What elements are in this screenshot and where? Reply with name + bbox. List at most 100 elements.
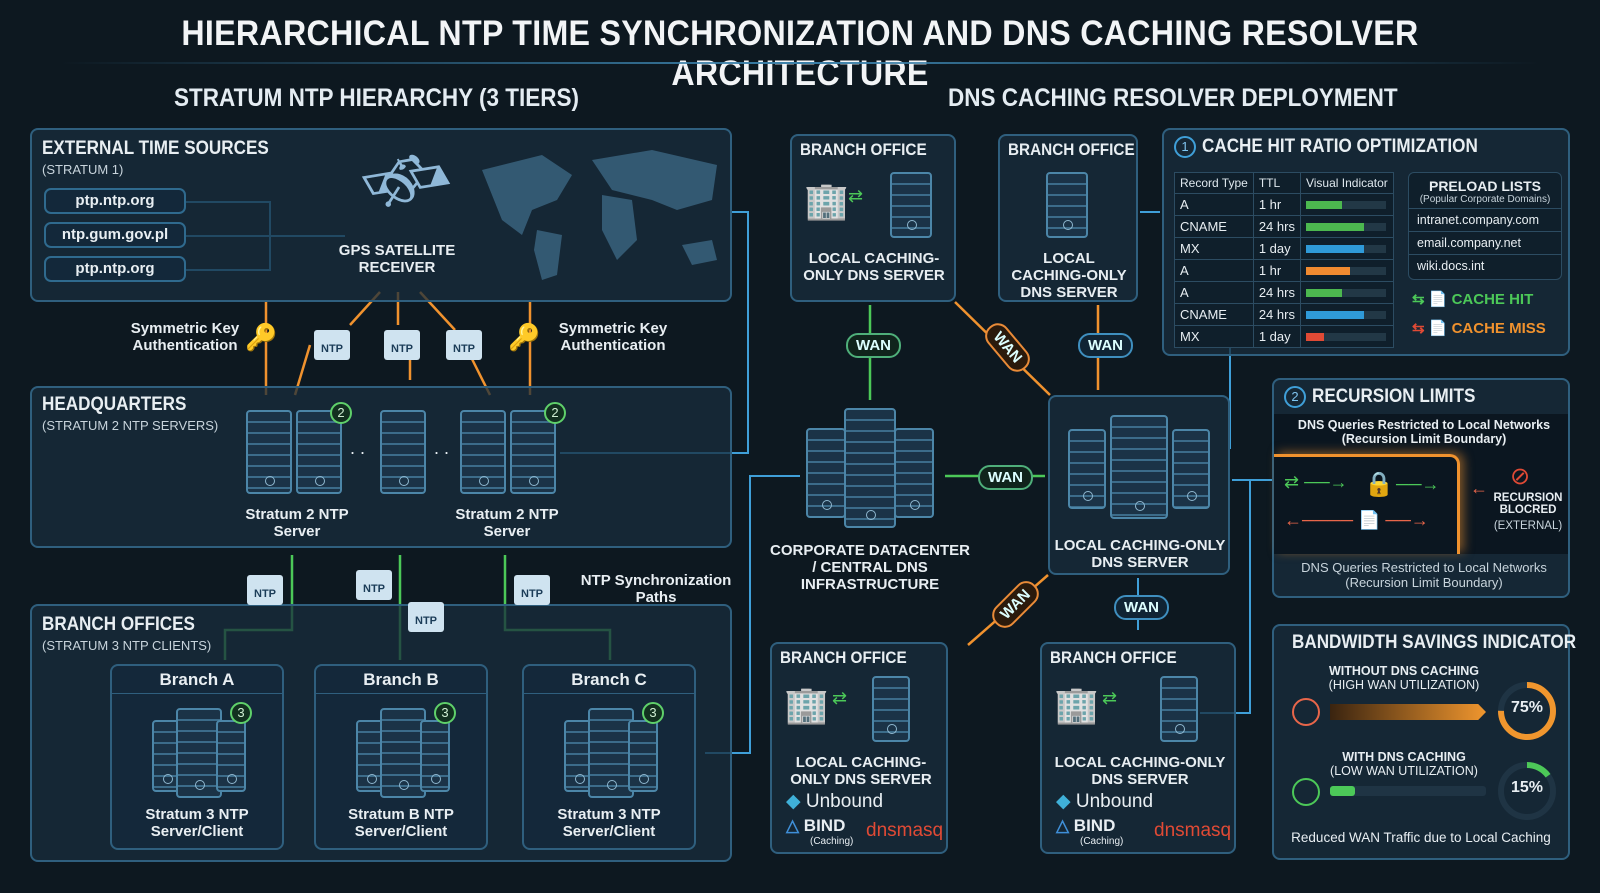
indicator-bar [1305, 244, 1364, 253]
allowed-arrows-icon: ⇄ ──→ [1284, 472, 1348, 492]
server-icon [1110, 415, 1168, 519]
dns-branch-office-2: BRANCH OFFICE LOCAL CACHING-ONLY DNS SER… [998, 134, 1138, 302]
server-icon [890, 172, 932, 238]
record-type: MX [1174, 237, 1254, 260]
unbound-logo: ◆ Unbound [786, 790, 883, 813]
recursion-limits-panel: 2 RECURSION LIMITS DNS Queries Restricte… [1272, 378, 1570, 598]
building-icon: 🏢 [1054, 684, 1099, 725]
branch-card: Branch A 3 Stratum 3 NTP Server/Client [110, 664, 284, 850]
indicator-bar [1305, 200, 1342, 209]
branch-office-title: BRANCH OFFICE [780, 648, 907, 667]
cache-hit-ratio-panel: 1 CACHE HIT RATIO OPTIMIZATION Record Ty… [1162, 128, 1570, 356]
visual-indicator [1299, 259, 1394, 282]
headquarters-panel: HEADQUARTERS (STRATUM 2 NTP SERVERS) 2 .… [30, 386, 732, 548]
ntp-packet-icon: NTP [514, 575, 550, 605]
branch-office-title: BRANCH OFFICE [800, 140, 927, 159]
record-type: A [1174, 259, 1254, 282]
ntp-packet-icon: NTP [446, 330, 482, 360]
bind-sub: (Caching) [810, 836, 854, 847]
branch-office-title: BRANCH OFFICE [1050, 648, 1177, 667]
dns-section-title: DNS CACHING RESOLVER DEPLOYMENT [948, 84, 1398, 112]
dnsmasq-logo: dnsmasq [866, 820, 944, 841]
hq-subtitle: (STRATUM 2 NTP SERVERS) [42, 418, 219, 433]
branch-office-title: BRANCH OFFICE [1008, 140, 1135, 159]
stratum-2-badge: 2 [544, 402, 566, 424]
local-dns-label: LOCAL CACHING-ONLY DNS SERVER [1011, 250, 1127, 301]
cache-title: CACHE HIT RATIO OPTIMIZATION [1202, 136, 1478, 157]
key-icon-right: 🔑 [508, 322, 541, 352]
recursion-diagram [1274, 414, 1568, 554]
ntp-packet-icon: NTP [384, 330, 420, 360]
record-type: A [1174, 281, 1254, 304]
hq-title: HEADQUARTERS [42, 394, 187, 415]
high-traffic-bar [1330, 704, 1486, 720]
building-icon: 🏢 [804, 180, 849, 221]
datacenter-label: CORPORATE DATACENTER / CENTRAL DNS INFRA… [770, 542, 970, 593]
dns-branch-office-lower: BRANCH OFFICE 🏢 ⇄ LOCAL CACHING-ONLY DNS… [770, 642, 948, 854]
branches-subtitle: (STRATUM 3 NTP CLIENTS) [42, 638, 212, 653]
wan-label: WAN [978, 465, 1033, 490]
branch-name: Branch B [316, 666, 486, 694]
unbound-icon: ◆ [786, 791, 806, 812]
ttl-value: 24 hrs [1252, 303, 1301, 326]
preload-lists: PRELOAD LISTS (Popular Corporate Domains… [1408, 172, 1562, 280]
server-icon [1172, 429, 1210, 509]
branch-server-label: Stratum 3 NTP Server/Client [557, 806, 661, 840]
ntp-packet-icon: NTP [247, 575, 283, 605]
without-caching-value: 75% [1510, 699, 1544, 716]
low-traffic-icon [1292, 778, 1320, 806]
bind-label: BIND [803, 816, 846, 835]
building-icon: 🏢 [784, 684, 829, 725]
gps-label: GPS SATELLITE RECEIVER [338, 242, 456, 276]
step-1-badge: 1 [1174, 136, 1196, 158]
ellipsis: . . [350, 438, 366, 458]
indicator-bar [1305, 266, 1350, 275]
server-icon [510, 410, 556, 494]
recursion-bottom-text: DNS Queries Restricted to Local Networks… [1301, 560, 1547, 590]
bind-icon: △ [786, 816, 804, 835]
wan-label: WAN [846, 333, 901, 358]
external-subtitle: (STRATUM 1) [42, 162, 124, 177]
bind-icon: △ [1056, 816, 1074, 835]
indicator-bar [1305, 332, 1324, 341]
branch-name: Branch A [112, 666, 282, 694]
server-icon [216, 720, 246, 792]
bandwidth-title: BANDWIDTH SAVINGS INDICATOR [1292, 632, 1577, 653]
server-icon [420, 720, 450, 792]
server-icon [246, 410, 292, 494]
branch-server-label: Stratum 3 NTP Server/Client [145, 806, 249, 840]
record-type: CNAME [1174, 303, 1254, 326]
server-icon [380, 410, 426, 494]
ttl-value: 24 hrs [1252, 215, 1301, 238]
wan-label: WAN [1114, 595, 1169, 620]
local-dns-label: LOCAL CACHING-ONLY DNS SERVER [1054, 537, 1226, 571]
stratum-2-badge: 2 [330, 402, 352, 424]
record-type: A [1174, 193, 1254, 216]
ttl-value: 1 day [1252, 237, 1301, 260]
server-icon [1068, 429, 1106, 509]
datacenter-server-icon [894, 428, 934, 518]
auth-label-left: Symmetric Key Authentication [130, 320, 240, 354]
cache-miss-legend: ⇆ 📄 CACHE MISS [1412, 319, 1546, 337]
source-3[interactable]: ptp.ntp.org [44, 256, 186, 282]
ellipsis: . . [434, 438, 450, 458]
server-icon [872, 676, 910, 742]
visual-indicator [1299, 215, 1394, 238]
wan-label: WAN [1078, 333, 1133, 358]
source-2[interactable]: ntp.gum.gov.pl [44, 222, 186, 248]
datacenter-server-icon [806, 428, 846, 518]
high-traffic-icon [1292, 698, 1320, 726]
indicator-bar [1305, 310, 1364, 319]
source-1[interactable]: ptp.ntp.org [44, 188, 186, 214]
preload-item: email.company.net [1409, 232, 1561, 255]
visual-indicator [1299, 325, 1394, 348]
auth-label-right: Symmetric Key Authentication [558, 320, 668, 354]
bind-sub: (Caching) [1080, 836, 1124, 847]
indicator-bar [1305, 222, 1364, 231]
ttl-value: 1 hr [1252, 259, 1301, 282]
record-type: MX [1174, 325, 1254, 348]
